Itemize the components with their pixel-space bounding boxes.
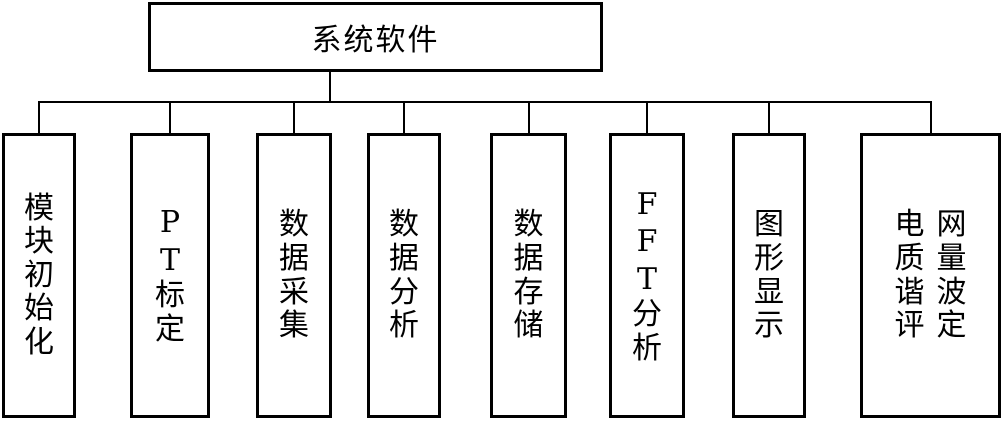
child-connector-5 (528, 101, 530, 133)
root-label: 系统软件 (311, 23, 440, 58)
node-data-storage: 数据存储 (490, 133, 567, 418)
node-label: 数据存储 (514, 208, 544, 342)
node-data-acquisition: 数据采集 (256, 133, 332, 418)
node-label: 图形显示 (754, 208, 784, 342)
node-label: 数据分析 (389, 208, 419, 342)
label-column: 数据分析 (389, 207, 419, 344)
node-label: 模块初始化 (24, 190, 54, 360)
horizontal-bus (38, 101, 932, 103)
child-connector-2 (169, 101, 171, 133)
label-column: 数据存储 (513, 207, 544, 344)
node-module-init: 模块初始化 (2, 133, 76, 418)
root-connector (329, 72, 331, 102)
label-column: 电质谐评 (894, 207, 925, 344)
child-connector-4 (403, 101, 405, 133)
label-column: 模块初始化 (24, 190, 54, 360)
label-column: 图形显示 (754, 207, 784, 344)
node-data-analysis: 数据分析 (367, 133, 441, 418)
node-label: 网量波定电质谐评 (895, 208, 967, 342)
child-connector-1 (38, 101, 40, 133)
root-node: 系统软件 (148, 2, 603, 72)
node-label: 数据采集 (279, 208, 309, 342)
node-graph-display: 图形显示 (732, 133, 806, 418)
child-connector-6 (646, 101, 648, 133)
label-column: 数据采集 (279, 207, 309, 344)
child-connector-7 (768, 101, 770, 133)
child-connector-3 (293, 101, 295, 133)
child-connector-8 (930, 101, 932, 133)
node-power-quality-eval: 网量波定电质谐评 (860, 133, 1001, 418)
label-column: 网量波定 (936, 207, 967, 344)
